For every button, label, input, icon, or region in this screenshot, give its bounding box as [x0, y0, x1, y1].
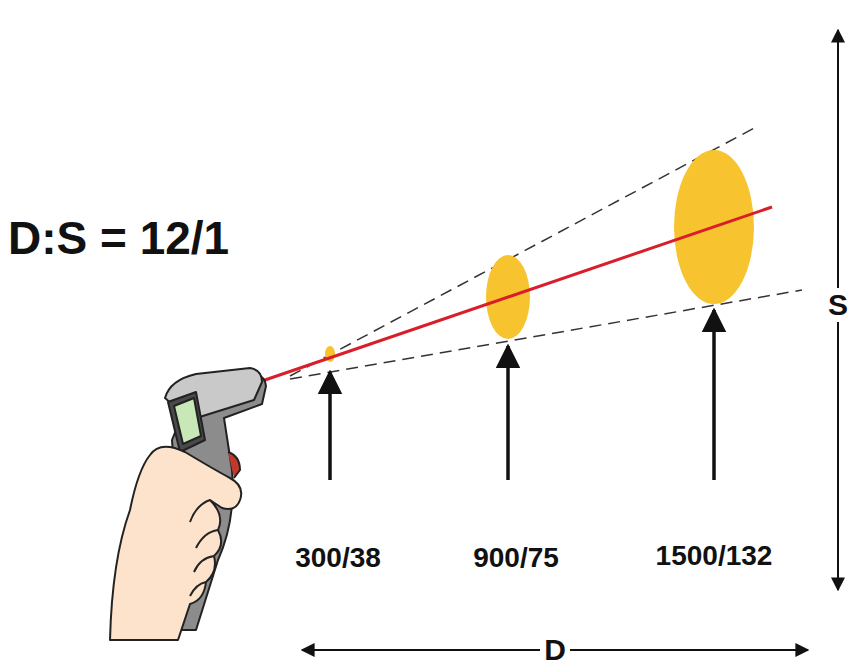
- dimension-label: S: [824, 288, 852, 322]
- pointer-arrow: [328, 372, 332, 480]
- spot-dimension: 300/38: [295, 544, 381, 572]
- pointer-arrow: [712, 310, 716, 480]
- spot-dimension: 1500/132: [656, 542, 773, 570]
- ratio-heading: D:S = 12/1: [8, 215, 229, 261]
- hand: [110, 447, 241, 640]
- dimension-label: D: [540, 633, 570, 667]
- pointer-arrow: [506, 346, 510, 480]
- spot-dimension: 900/75: [473, 544, 559, 572]
- cone-line: [290, 290, 802, 379]
- laser-beam: [262, 207, 772, 381]
